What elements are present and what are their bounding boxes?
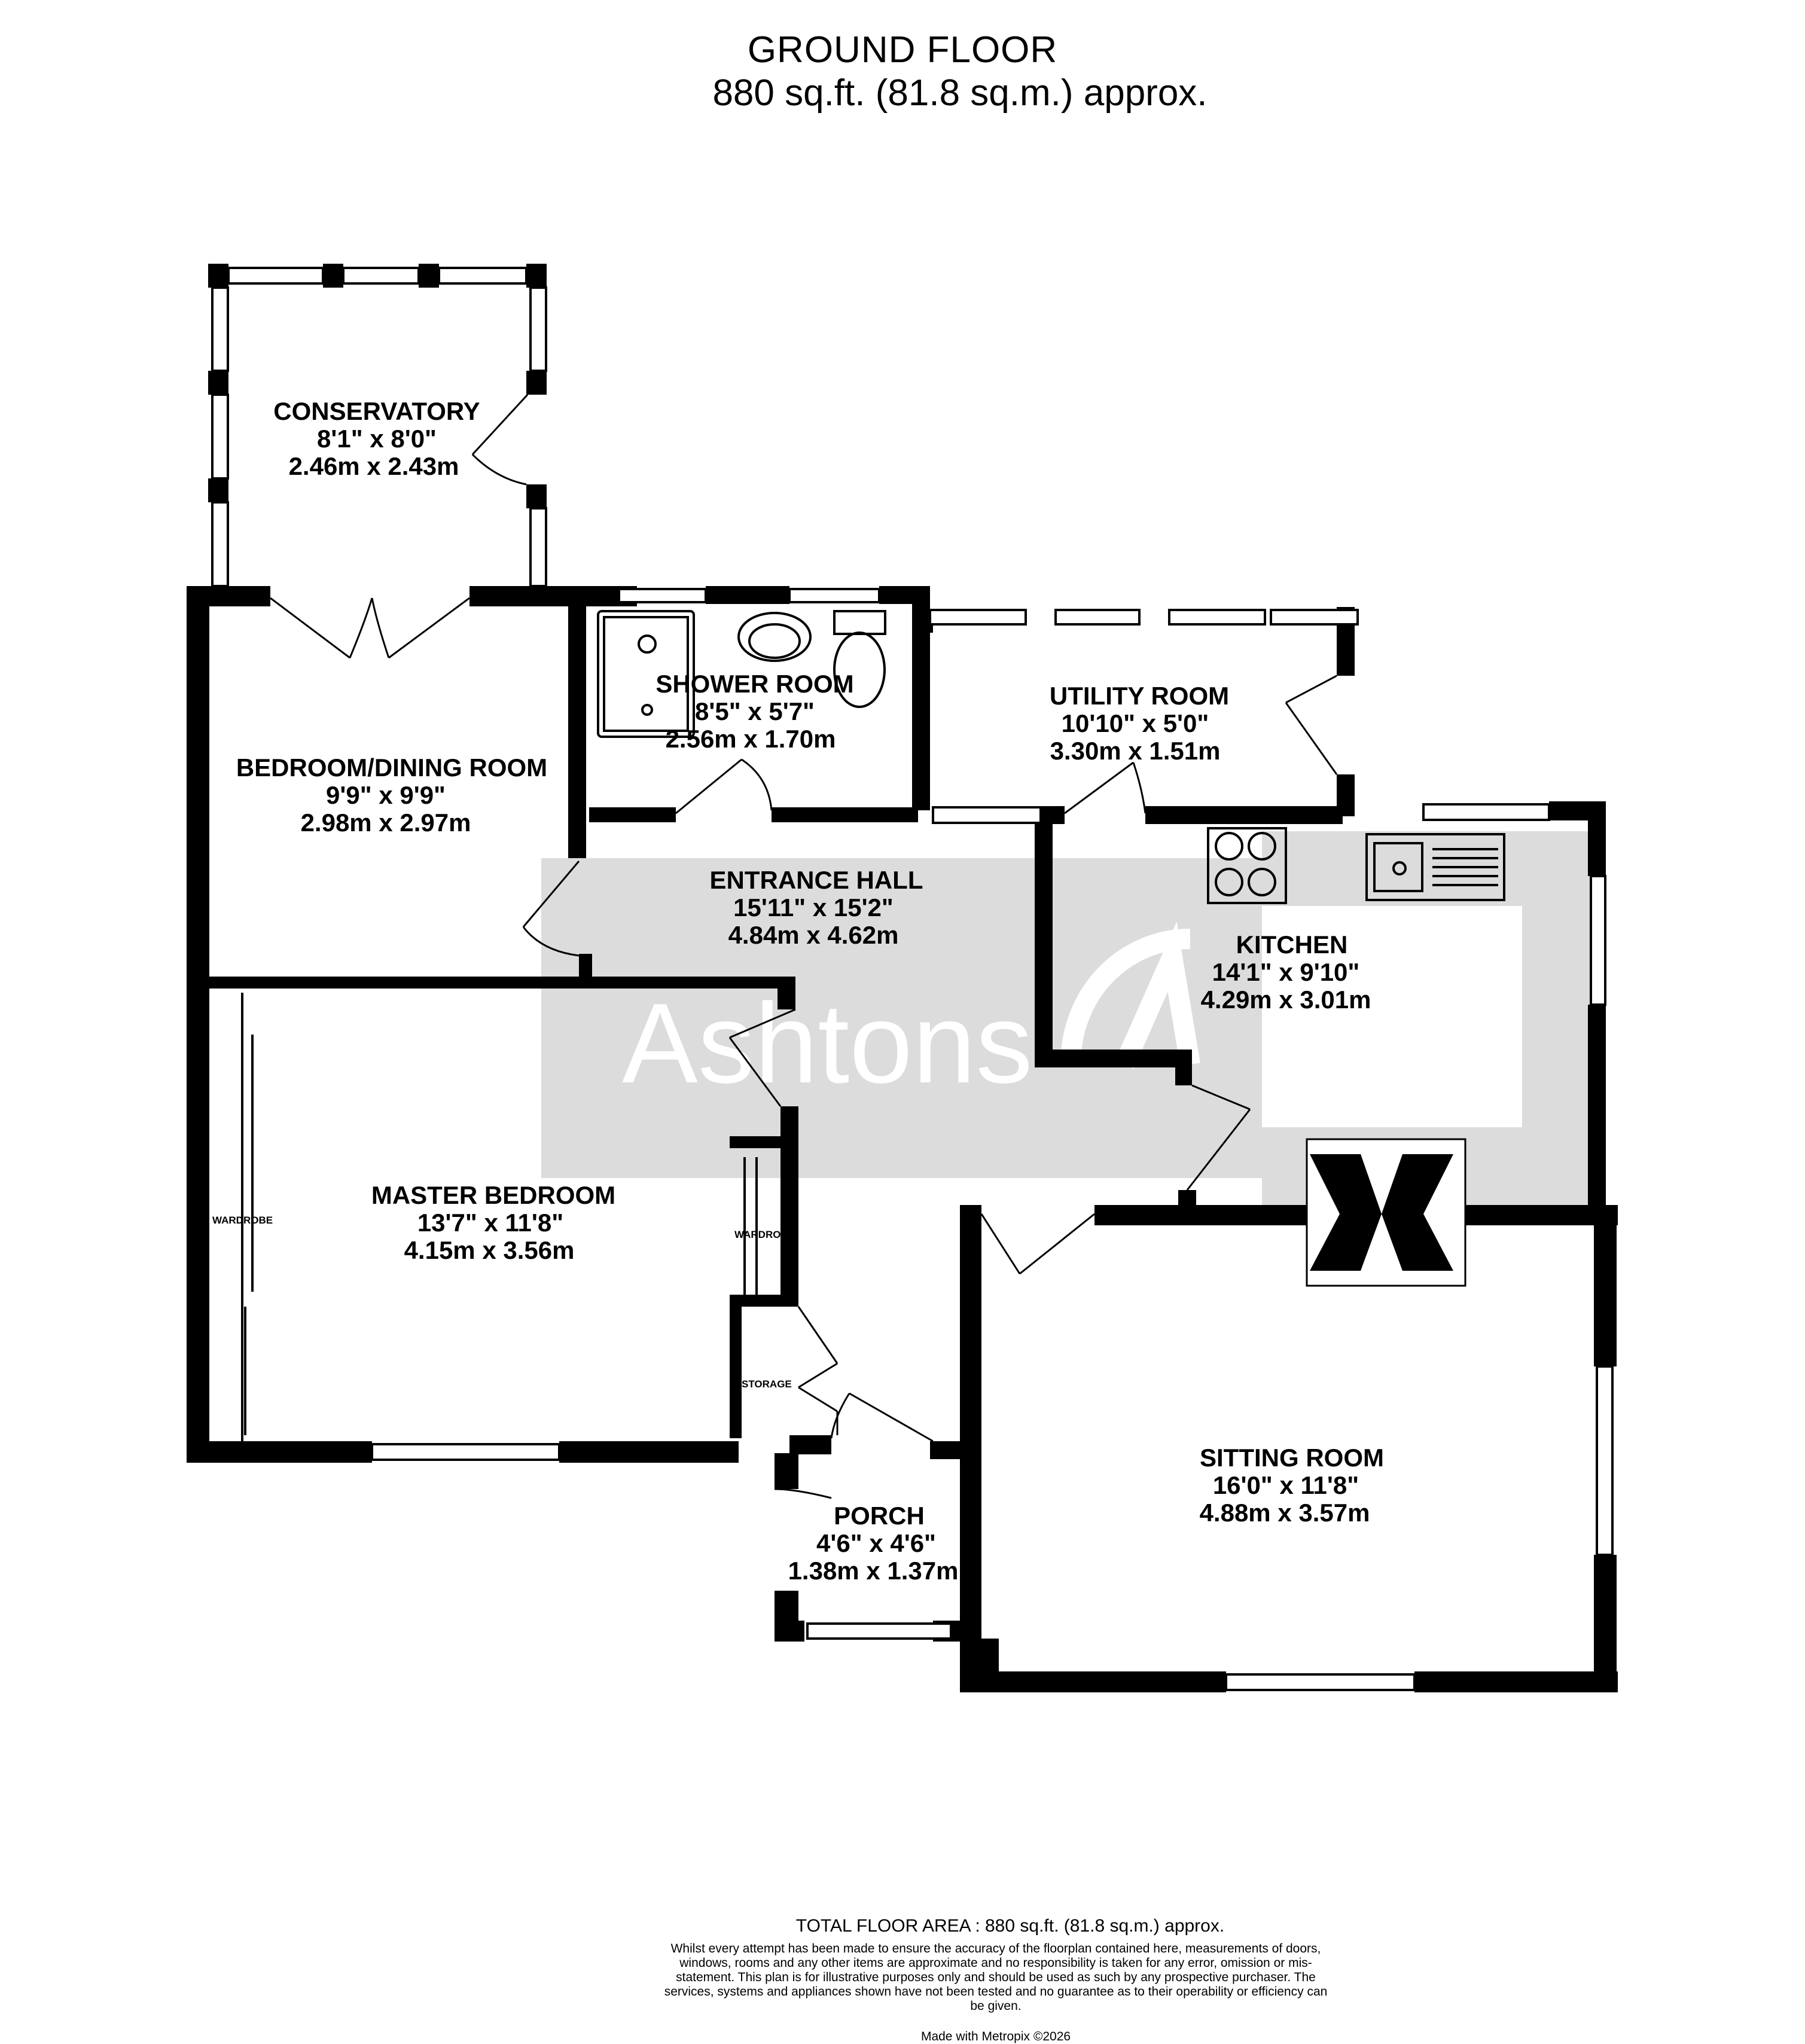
logo-mark-icon	[1060, 922, 1200, 1069]
made-with: Made with Metropix ©2026	[920, 2030, 1071, 2043]
room-name: KITCHEN	[1236, 931, 1348, 959]
door-swings	[270, 393, 1338, 1499]
shower-tray-icon	[597, 610, 695, 738]
room-name: PORCH	[834, 1502, 925, 1530]
room-imperial: 16'0" x 11'8"	[1213, 1471, 1359, 1499]
floor-title: GROUND FLOOR	[747, 29, 1058, 71]
room-metric: 4.15m x 3.56m	[404, 1236, 575, 1264]
room-metric: 4.29m x 3.01m	[1201, 986, 1371, 1014]
kitchen-inset	[1262, 906, 1522, 1127]
room-imperial: 4'6" x 4'6"	[816, 1529, 936, 1557]
room-imperial: 10'10" x 5'0"	[1062, 709, 1209, 737]
room-sitting: SITTING ROOM 16'0" x 11'8" 4.88m x 3.57m	[1200, 1444, 1384, 1527]
room-entrance-hall: ENTRANCE HALL 15'11" x 15'2" 4.84m x 4.6…	[710, 866, 923, 949]
room-imperial: 14'1" x 9'10"	[1212, 958, 1360, 986]
room-name: SHOWER ROOM	[655, 670, 853, 698]
hob-icon	[1207, 827, 1287, 904]
room-imperial: 9'9" x 9'9"	[326, 781, 446, 809]
watermark-text: Ashtons	[622, 980, 1033, 1107]
disclaimer: Whilst every attempt has been made to en…	[664, 1942, 1328, 2013]
room-metric: 2.98m x 2.97m	[301, 809, 471, 837]
windows	[211, 267, 1614, 1691]
room-name: BEDROOM/DINING ROOM	[236, 753, 547, 782]
walls	[187, 264, 1618, 1692]
room-kitchen: KITCHEN 14'1" x 9'10" 4.29m x 3.01m	[1201, 931, 1371, 1014]
room-name: ENTRANCE HALL	[710, 866, 923, 894]
room-metric: 2.56m x 1.70m	[666, 725, 836, 753]
wardrobe-lines	[241, 993, 758, 1441]
room-conservatory: CONSERVATORY 8'1" x 8'0" 2.46m x 2.43m	[273, 397, 480, 480]
room-imperial: 13'7" x 11'8"	[417, 1209, 563, 1237]
storage-label: STORAGE	[742, 1378, 792, 1390]
room-metric: 3.30m x 1.51m	[1050, 737, 1221, 765]
wardrobe-right-label: WARDROBE	[734, 1229, 795, 1240]
room-name: SITTING ROOM	[1200, 1444, 1384, 1472]
room-metric: 4.84m x 4.62m	[728, 921, 899, 949]
wardrobe-left-label: WARDROBE	[212, 1215, 273, 1226]
room-name: UTILITY ROOM	[1050, 682, 1229, 710]
room-bedroom-dining: BEDROOM/DINING ROOM 9'9" x 9'9" 2.98m x …	[236, 753, 547, 837]
room-utility: UTILITY ROOM 10'10" x 5'0" 3.30m x 1.51m	[1050, 682, 1229, 765]
room-metric: 1.38m x 1.37m	[788, 1557, 959, 1585]
room-porch: PORCH 4'6" x 4'6" 1.38m x 1.37m	[788, 1502, 959, 1585]
room-shower: SHOWER ROOM 8'5" x 5'7" 2.56m x 1.70m	[655, 670, 853, 753]
room-name: MASTER BEDROOM	[371, 1181, 615, 1209]
room-metric: 4.88m x 3.57m	[1200, 1499, 1370, 1527]
room-imperial: 8'1" x 8'0"	[317, 425, 437, 453]
washbasin-icon	[737, 612, 812, 662]
room-master-bedroom: MASTER BEDROOM 13'7" x 11'8" 4.15m x 3.5…	[371, 1181, 615, 1264]
total-floor-area: TOTAL FLOOR AREA : 880 sq.ft. (81.8 sq.m…	[795, 1916, 1225, 1936]
room-name: CONSERVATORY	[273, 397, 480, 425]
room-metric: 2.46m x 2.43m	[289, 452, 459, 480]
fireplace-icon	[1306, 1138, 1466, 1287]
sink-icon	[1365, 833, 1505, 901]
floor-area: 880 sq.ft. (81.8 sq.m.) approx.	[712, 72, 1208, 114]
room-imperial: 15'11" x 15'2"	[733, 893, 894, 922]
toilet-icon	[833, 610, 886, 708]
room-imperial: 8'5" x 5'7"	[695, 697, 815, 725]
